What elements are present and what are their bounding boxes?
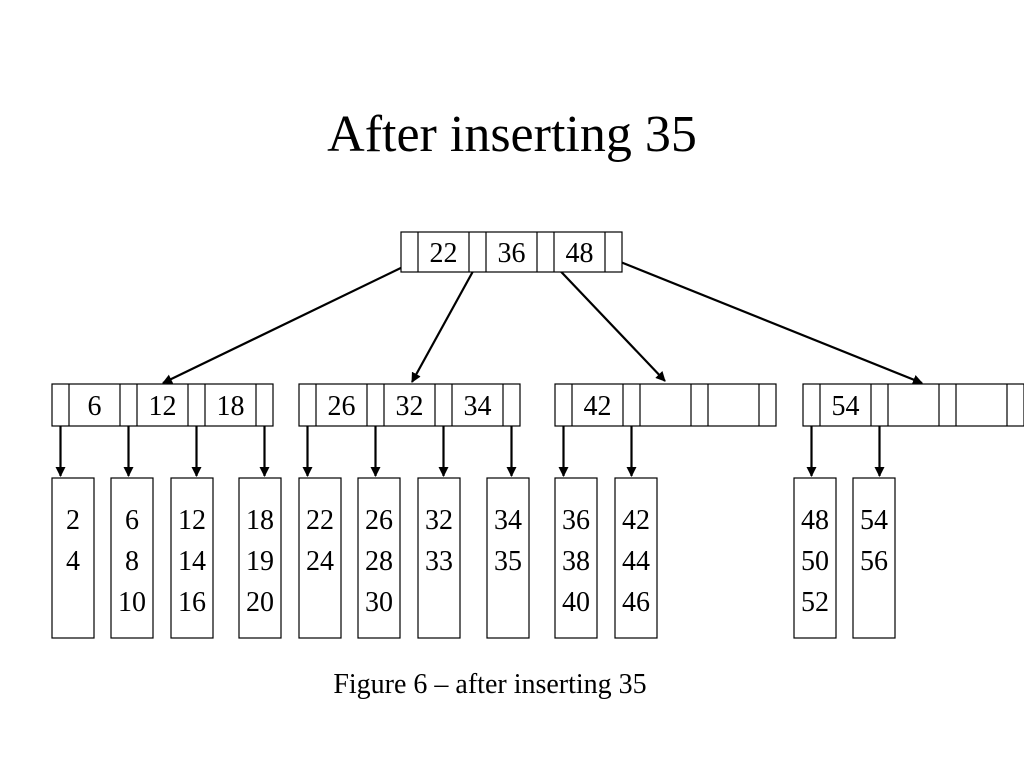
leaf-key: 16 xyxy=(178,587,206,618)
leaf-key: 4 xyxy=(66,546,80,577)
leaf-node: 18 19 20 xyxy=(238,477,282,639)
leaf-key: 56 xyxy=(860,546,888,577)
internal-key: 32 xyxy=(396,391,424,422)
leaf-key: 32 xyxy=(425,505,453,536)
root-node: 22 36 48 xyxy=(400,231,623,273)
internal-node: 42 xyxy=(554,383,777,427)
internal-node: 6 12 18 xyxy=(51,383,274,427)
leaf-key: 40 xyxy=(562,587,590,618)
internal-key: 54 xyxy=(832,391,860,422)
leaf-node: 6 8 10 xyxy=(110,477,154,639)
leaf-key: 10 xyxy=(118,587,146,618)
internal-key: 18 xyxy=(217,391,245,422)
leaf-key: 18 xyxy=(246,505,274,536)
internal-node: 26 32 34 xyxy=(298,383,521,427)
leaf-key: 42 xyxy=(622,505,650,536)
internal-key: 34 xyxy=(464,391,492,422)
root-key: 36 xyxy=(498,238,526,269)
leaf-key: 54 xyxy=(860,505,888,536)
leaf-key: 33 xyxy=(425,546,453,577)
leaf-key: 2 xyxy=(66,505,80,536)
leaf-key: 52 xyxy=(801,587,829,618)
root-key: 22 xyxy=(430,238,458,269)
leaf-key: 34 xyxy=(494,505,522,536)
leaf-key: 14 xyxy=(178,546,206,577)
leaf-node: 36 38 40 xyxy=(554,477,598,639)
pointer-arrow xyxy=(411,263,478,383)
leaf-key: 6 xyxy=(125,505,139,536)
pointer-arrow xyxy=(162,263,410,384)
slide-title: After inserting 35 xyxy=(327,106,697,163)
leaf-key: 8 xyxy=(125,546,139,577)
pointer-arrow xyxy=(612,257,923,385)
figure-caption: Figure 6 – after inserting 35 xyxy=(333,669,647,700)
leaf-key: 36 xyxy=(562,505,590,536)
leaf-key: 38 xyxy=(562,546,590,577)
leaf-key: 22 xyxy=(306,505,334,536)
leaf-node: 48 50 52 xyxy=(793,477,837,639)
leaf-node: 24 xyxy=(51,477,95,639)
internal-key: 26 xyxy=(328,391,356,422)
leaf-key: 30 xyxy=(365,587,393,618)
leaf-key: 19 xyxy=(246,546,274,577)
internal-key: 12 xyxy=(149,391,177,422)
leaf-key: 48 xyxy=(801,505,829,536)
leaf-key: 44 xyxy=(622,546,650,577)
leaf-node: 12 14 16 xyxy=(170,477,214,639)
leaf-key: 28 xyxy=(365,546,393,577)
leaf-key: 24 xyxy=(306,546,334,577)
leaf-node: 42 44 46 xyxy=(614,477,658,639)
leaf-key: 35 xyxy=(494,546,522,577)
internal-node: 54 xyxy=(802,383,1024,427)
internal-key: 6 xyxy=(88,391,102,422)
leaf-key: 46 xyxy=(622,587,650,618)
pointer-arrow xyxy=(547,257,666,382)
leaf-key: 50 xyxy=(801,546,829,577)
leaf-node: 26 28 30 xyxy=(357,477,401,639)
leaf-key: 12 xyxy=(178,505,206,536)
leaf-key: 26 xyxy=(365,505,393,536)
leaf-key: 20 xyxy=(246,587,274,618)
internal-key: 42 xyxy=(584,391,612,422)
root-key: 48 xyxy=(566,238,594,269)
